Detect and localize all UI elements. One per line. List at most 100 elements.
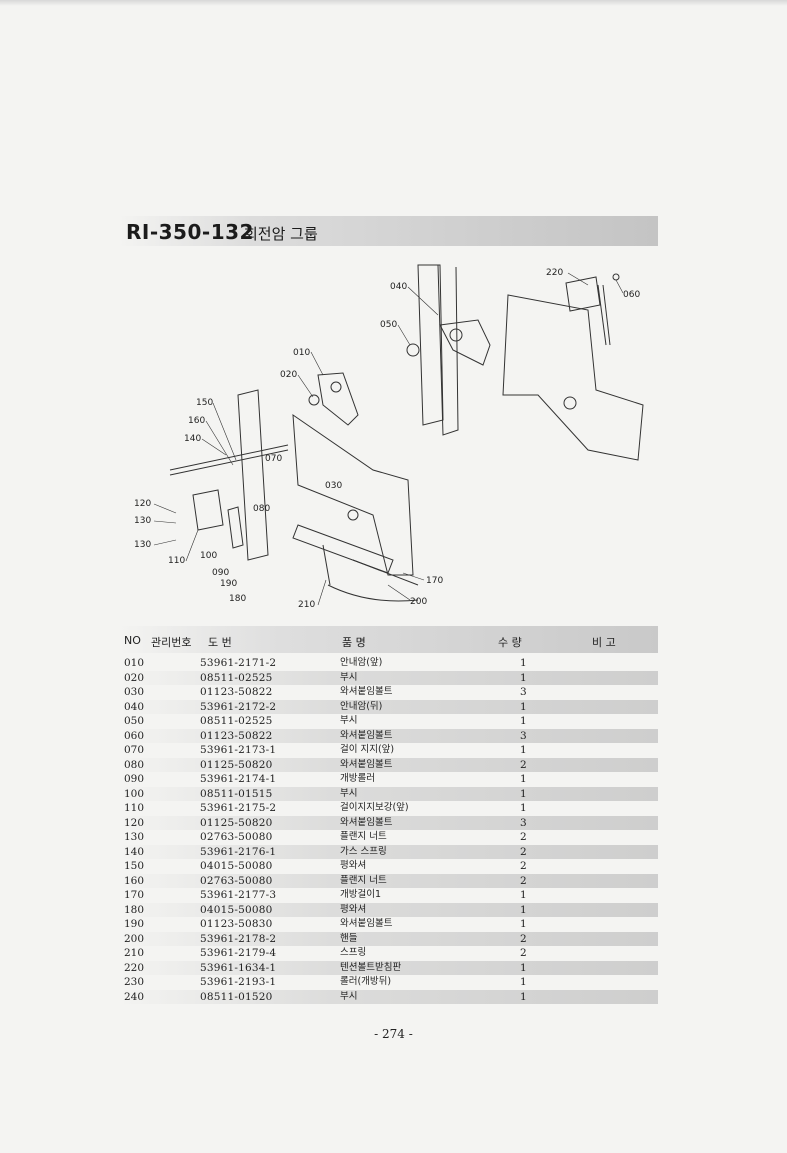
row-quantity: 1 bbox=[520, 671, 527, 684]
table-row: 220 53961-1634-1 텐션볼트받침판 1 bbox=[118, 960, 658, 975]
callout-220: 220 bbox=[546, 268, 563, 278]
table-row: 190 01123-50830 와셔붙임볼트 1 bbox=[118, 917, 658, 932]
row-quantity: 1 bbox=[520, 976, 527, 988]
section-name: 회전암 그룹 bbox=[244, 225, 318, 243]
row-no: 150 bbox=[124, 860, 145, 872]
row-no: 140 bbox=[124, 845, 145, 858]
row-part-name: 와셔붙임볼트 bbox=[340, 816, 393, 828]
row-part-number: 01125-50820 bbox=[200, 758, 273, 771]
rear-frame-plate bbox=[417, 264, 444, 426]
row-part-name: 플랜지 너트 bbox=[340, 831, 387, 842]
row-part-name: 스프링 bbox=[340, 947, 367, 958]
front-main-frame bbox=[292, 413, 414, 576]
row-no: 020 bbox=[124, 671, 145, 684]
row-no: 170 bbox=[124, 889, 145, 901]
callout-190: 190 bbox=[220, 579, 237, 589]
row-no: 050 bbox=[124, 715, 145, 727]
parts-table-header: NO 관리번호 도 번 품 명 수 량 비 고 bbox=[118, 626, 658, 653]
page-number: - 274 - bbox=[374, 1027, 413, 1041]
gas-spring-140 bbox=[169, 444, 289, 471]
row-part-number: 01125-50820 bbox=[200, 816, 273, 829]
row-part-number: 02763-50080 bbox=[200, 831, 273, 843]
row-part-name: 걸이지지보강(앞) bbox=[340, 802, 409, 813]
row-quantity: 3 bbox=[520, 729, 527, 742]
row-part-number: 53961-2179-4 bbox=[200, 947, 277, 959]
row-quantity: 2 bbox=[520, 758, 527, 771]
row-quantity: 1 bbox=[520, 787, 527, 800]
row-no: 220 bbox=[124, 961, 145, 974]
row-no: 190 bbox=[124, 918, 145, 930]
row-no: 240 bbox=[124, 990, 145, 1003]
row-part-number: 53961-2178-2 bbox=[200, 932, 277, 945]
row-part-name: 평와셔 bbox=[340, 860, 367, 871]
front-arm-010 bbox=[317, 372, 359, 426]
guide-rail bbox=[327, 584, 419, 602]
row-quantity: 1 bbox=[520, 903, 527, 916]
row-no: 090 bbox=[124, 773, 145, 785]
table-row: 130 02763-50080 플랜지 너트 2 bbox=[118, 830, 658, 845]
row-part-name: 부시 bbox=[340, 715, 358, 726]
row-no: 200 bbox=[124, 932, 145, 945]
row-quantity: 1 bbox=[520, 715, 527, 727]
row-quantity: 2 bbox=[520, 845, 527, 858]
rear-arm bbox=[439, 319, 491, 366]
callout-110: 110 bbox=[168, 556, 185, 566]
roller-090 bbox=[227, 506, 244, 549]
row-part-number: 53961-2173-1 bbox=[200, 744, 277, 756]
row-part-number: 02763-50080 bbox=[200, 874, 273, 887]
row-quantity: 2 bbox=[520, 831, 527, 843]
row-part-number: 53961-2176-1 bbox=[200, 845, 277, 858]
row-quantity: 1 bbox=[520, 700, 527, 713]
bracket-220 bbox=[565, 276, 601, 312]
row-no: 080 bbox=[124, 758, 145, 771]
row-quantity: 1 bbox=[520, 918, 527, 930]
handle-200 bbox=[292, 524, 394, 574]
row-part-number: 08511-01515 bbox=[200, 787, 273, 800]
row-no: 230 bbox=[124, 976, 145, 988]
callout-170: 170 bbox=[426, 576, 443, 586]
row-part-name: 와셔붙임볼트 bbox=[340, 918, 393, 929]
row-quantity: 1 bbox=[520, 990, 527, 1003]
row-part-number: 01123-50822 bbox=[200, 686, 273, 698]
row-no: 110 bbox=[124, 802, 145, 814]
row-no: 010 bbox=[124, 657, 145, 669]
row-part-number: 08511-02525 bbox=[200, 715, 273, 727]
row-part-number: 04015-50080 bbox=[200, 860, 273, 872]
row-no: 210 bbox=[124, 947, 145, 959]
row-no: 130 bbox=[124, 831, 145, 843]
row-quantity: 2 bbox=[520, 860, 527, 872]
row-no: 180 bbox=[124, 903, 145, 916]
callout-160: 160 bbox=[188, 416, 205, 426]
row-part-name: 개방롤러 bbox=[340, 773, 375, 784]
callout-130-b: 130 bbox=[134, 540, 151, 550]
row-part-number: 53961-2193-1 bbox=[200, 976, 277, 988]
callout-130-a: 130 bbox=[134, 516, 151, 526]
row-part-name: 텐션볼트받침판 bbox=[340, 961, 402, 973]
row-quantity: 1 bbox=[520, 802, 527, 814]
row-part-number: 53961-2174-1 bbox=[200, 773, 277, 785]
callout-030: 030 bbox=[325, 481, 342, 491]
callout-060: 060 bbox=[623, 290, 640, 300]
row-part-name: 와셔붙임볼트 bbox=[340, 686, 393, 697]
rear-frame-plate-2 bbox=[437, 264, 459, 436]
row-quantity: 1 bbox=[520, 657, 527, 669]
spring-210 bbox=[322, 544, 331, 586]
row-quantity: 1 bbox=[520, 961, 527, 974]
row-part-number: 53961-1634-1 bbox=[200, 961, 277, 974]
row-part-name: 부시 bbox=[340, 671, 358, 683]
row-part-number: 01123-50830 bbox=[200, 918, 273, 930]
header-mgmt-no: 관리번호 bbox=[151, 636, 192, 649]
row-part-name: 핸들 bbox=[340, 932, 358, 944]
